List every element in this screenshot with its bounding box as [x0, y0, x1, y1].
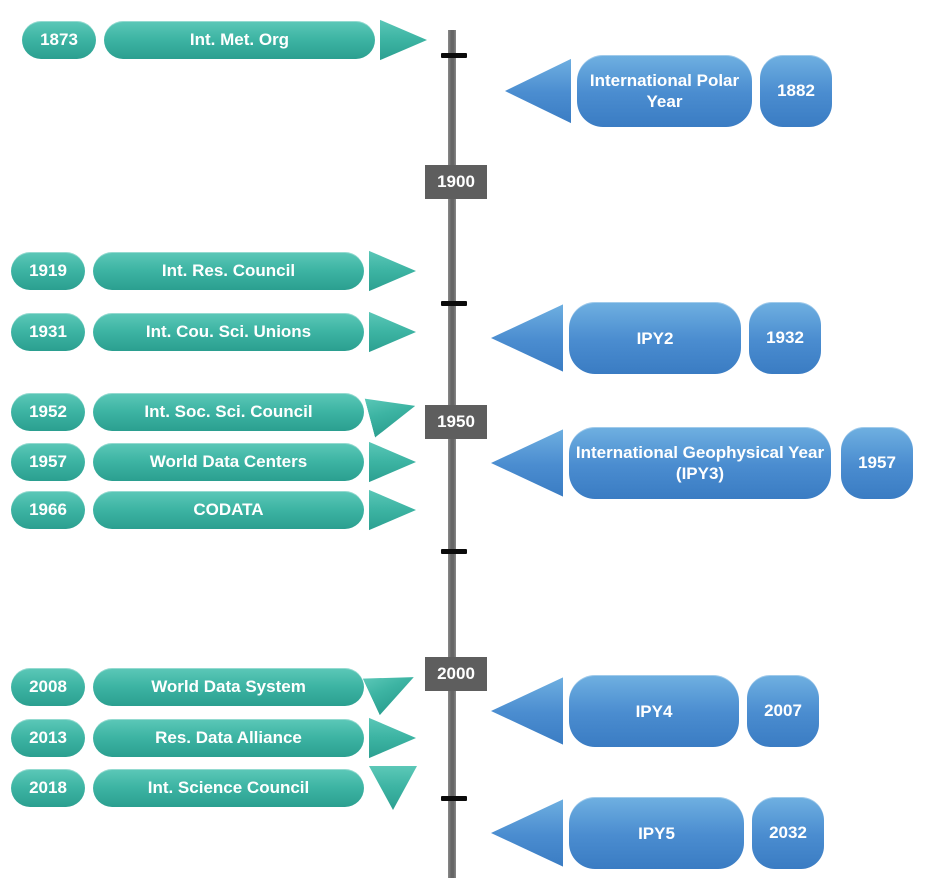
ipy-event-row: IPY5 2032 — [491, 797, 824, 869]
arrow-right-icon — [369, 717, 416, 759]
axis-tick — [441, 549, 467, 554]
arrow-right-icon — [362, 658, 422, 716]
org-label-pill: Int. Met. Org — [104, 21, 375, 59]
arrow-right-icon — [369, 489, 416, 531]
arrow-right-icon — [369, 250, 416, 292]
org-label-pill: World Data Centers — [93, 443, 364, 481]
axis-year-label: 1900 — [425, 165, 487, 199]
arrow-left-icon — [491, 304, 563, 372]
timeline-axis — [448, 30, 456, 878]
ipy-label-box: IPY2 — [569, 302, 741, 374]
arrow-right-icon — [369, 441, 416, 483]
ipy-year-badge: 2007 — [747, 675, 819, 747]
org-event-row: 1966 CODATA — [11, 489, 416, 531]
ipy-event-row: IPY4 2007 — [491, 675, 819, 747]
org-year-badge: 1957 — [11, 443, 85, 481]
axis-tick — [441, 796, 467, 801]
org-event-row: 2008 World Data System — [11, 666, 416, 708]
org-year-badge: 1919 — [11, 252, 85, 290]
ipy-label-box: International Geophysical Year (IPY3) — [569, 427, 831, 499]
org-event-row: 2018 Int. Science Council — [11, 766, 418, 810]
arrow-left-icon — [491, 429, 563, 497]
ipy-event-row: International Geophysical Year (IPY3) 19… — [491, 427, 913, 499]
org-label-pill: World Data System — [93, 668, 364, 706]
org-year-badge: 1966 — [11, 491, 85, 529]
org-year-badge: 1873 — [22, 21, 96, 59]
ipy-label-box: International Polar Year — [577, 55, 752, 127]
org-event-row: 1952 Int. Soc. Sci. Council — [11, 391, 416, 433]
ipy-year-badge: 1882 — [760, 55, 832, 127]
ipy-label-box: IPY4 — [569, 675, 739, 747]
arrow-left-icon — [505, 58, 571, 124]
ipy-event-row: IPY2 1932 — [491, 302, 821, 374]
arrow-down-icon — [369, 766, 417, 810]
org-label-pill: Int. Cou. Sci. Unions — [93, 313, 364, 351]
org-year-badge: 2008 — [11, 668, 85, 706]
ipy-label-box: IPY5 — [569, 797, 744, 869]
org-label-pill: Int. Science Council — [93, 769, 364, 807]
org-year-badge: 2013 — [11, 719, 85, 757]
arrow-left-icon — [491, 799, 563, 867]
arrow-left-icon — [491, 677, 563, 745]
org-year-badge: 2018 — [11, 769, 85, 807]
axis-year-label: 2000 — [425, 657, 487, 691]
ipy-event-row: International Polar Year 1882 — [505, 55, 832, 127]
arrow-right-icon — [380, 19, 427, 61]
org-label-pill: Res. Data Alliance — [93, 719, 364, 757]
org-year-badge: 1931 — [11, 313, 85, 351]
ipy-year-badge: 1932 — [749, 302, 821, 374]
axis-year-label: 1950 — [425, 405, 487, 439]
org-label-pill: CODATA — [93, 491, 364, 529]
axis-tick — [441, 301, 467, 306]
axis-tick — [441, 53, 467, 58]
org-event-row: 2013 Res. Data Alliance — [11, 717, 416, 759]
ipy-year-badge: 2032 — [752, 797, 824, 869]
org-event-row: 1957 World Data Centers — [11, 441, 416, 483]
org-label-pill: Int. Res. Council — [93, 252, 364, 290]
arrow-right-icon — [369, 311, 416, 353]
org-label-pill: Int. Soc. Sci. Council — [93, 393, 364, 431]
org-year-badge: 1952 — [11, 393, 85, 431]
arrow-right-icon — [364, 386, 420, 439]
org-event-row: 1919 Int. Res. Council — [11, 250, 416, 292]
org-event-row: 1931 Int. Cou. Sci. Unions — [11, 311, 416, 353]
ipy-year-badge: 1957 — [841, 427, 913, 499]
org-event-row: 1873 Int. Met. Org — [22, 19, 427, 61]
